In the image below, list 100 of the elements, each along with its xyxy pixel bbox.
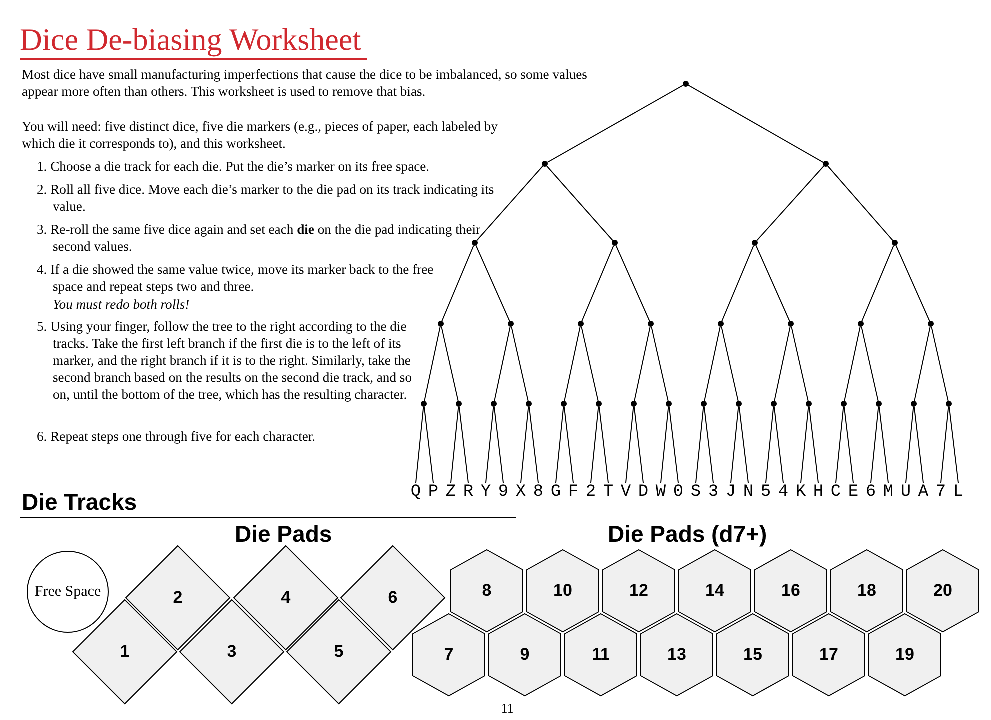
tree-leaf-character: P xyxy=(426,484,442,502)
die-pad-hexagon: 12 xyxy=(602,549,676,633)
tree-branch xyxy=(528,406,539,484)
requirements-paragraph: You will need: five distinct dice, five die markers (e.g., pieces of paper, each labeled by which die it corresponds to), and this worksheet. xyxy=(22,118,499,152)
tree-branch xyxy=(581,326,599,402)
tree-leaf-character: 5 xyxy=(758,484,774,502)
tree-branch xyxy=(730,406,740,484)
tree-branch xyxy=(704,406,714,484)
tree-leaf-character: E xyxy=(846,484,862,502)
tree-branch xyxy=(844,406,854,484)
tree-branch xyxy=(511,326,529,402)
tree-branch xyxy=(808,406,819,484)
tree-leaf-character: F xyxy=(566,484,582,502)
tree-leaf-character: C xyxy=(828,484,844,502)
tree-leaf-character: Z xyxy=(443,484,459,502)
instruction-step: 5. Using your finger, follow the tree to the right according to the die tracks. Take the first left branch if the first die is to the left of its marker, and the right branch if it is to the right. Similarly, take the second branch based on the results on the second die track, and so on, until the bottom of the tree, which has the resulting character. xyxy=(37,318,423,403)
branch-point xyxy=(648,321,654,327)
die-pad-hexagon: 9 xyxy=(488,613,562,697)
tree-branch xyxy=(738,406,749,484)
die-pad-hexagon: 11 xyxy=(564,613,638,697)
die-pad-hexagon: 20 xyxy=(906,549,980,633)
tree-leaf-character: 6 xyxy=(863,484,879,502)
tree-branch xyxy=(722,245,754,322)
section-heading: Die Pads (d7+) xyxy=(608,521,768,548)
tree-branch xyxy=(660,406,670,484)
tree-branch xyxy=(791,326,809,402)
tree-branch xyxy=(870,406,880,484)
tree-branch xyxy=(626,406,634,484)
tree-branch xyxy=(616,245,650,322)
tree-leaf-character: G xyxy=(548,484,564,502)
branch-point xyxy=(841,401,847,407)
branch-point xyxy=(892,240,898,246)
tree-branch xyxy=(766,406,774,484)
branch-point xyxy=(526,401,532,407)
instruction-step: 6. Repeat steps one through five for each character. xyxy=(37,428,453,445)
tree-branch xyxy=(668,406,679,484)
instruction-step: 2. Roll all five dice. Move each die’s marker to the die pad on its track indicating its value. xyxy=(37,181,523,215)
die-pad-hexagon: 10 xyxy=(526,549,600,633)
tree-branch xyxy=(546,166,614,242)
tree-leaf-character: N xyxy=(740,484,756,502)
branch-point xyxy=(858,321,864,327)
tree-branch xyxy=(458,406,469,484)
tree-branch xyxy=(721,326,739,402)
tree-branch xyxy=(486,406,494,484)
die-pad-hexagon: 15 xyxy=(716,613,790,697)
branch-point xyxy=(472,240,478,246)
tree-branch xyxy=(774,326,791,402)
tree-branch xyxy=(914,406,924,484)
tree-leaf-character: J xyxy=(723,484,739,502)
tree-branch xyxy=(547,84,684,164)
tree-leaf-character: A xyxy=(916,484,932,502)
branch-point xyxy=(438,321,444,327)
tree-branch xyxy=(564,406,574,484)
tree-branch xyxy=(906,406,914,484)
tree-branch xyxy=(774,406,784,484)
branch-point xyxy=(911,401,917,407)
tree-leaf-character: D xyxy=(636,484,652,502)
tree-leaf-character: Q xyxy=(408,484,424,502)
tree-branch xyxy=(651,326,669,402)
tree-branch xyxy=(520,406,530,484)
die-pad-hexagon: 13 xyxy=(640,613,714,697)
tree-leaf-character: 7 xyxy=(933,484,949,502)
branch-point xyxy=(596,401,602,407)
tree-leaf-character: X xyxy=(513,484,529,502)
tree-branch xyxy=(424,326,441,402)
tree-branch xyxy=(940,406,950,484)
tree-leaf-character: M xyxy=(880,484,896,502)
branch-point xyxy=(701,401,707,407)
tree-branch xyxy=(862,245,894,322)
tree-branch xyxy=(494,406,504,484)
tree-branch xyxy=(844,326,861,402)
tree-branch xyxy=(598,406,609,484)
tree-leaf-character: S xyxy=(688,484,704,502)
instruction-step: 4. If a die showed the same value twice, move its marker back to the free space and repeat steps two and three. xyxy=(37,261,463,295)
branch-point xyxy=(491,401,497,407)
tree-branch xyxy=(931,326,949,402)
branch-point xyxy=(631,401,637,407)
warning-note: You must redo both rolls! xyxy=(53,296,191,313)
tree-branch xyxy=(476,166,544,242)
tree-branch xyxy=(914,326,931,402)
tree-leaf-character: 0 xyxy=(670,484,686,502)
tree-branch xyxy=(441,326,459,402)
page-number: 11 xyxy=(501,700,514,717)
die-pad-hexagon: 8 xyxy=(450,549,524,633)
die-pad-hexagon: 7 xyxy=(412,613,486,697)
tree-leaf-character: K xyxy=(793,484,809,502)
branch-point xyxy=(718,321,724,327)
tree-branch xyxy=(494,326,511,402)
tree-branch xyxy=(590,406,600,484)
tree-leaf-character: L xyxy=(950,484,966,502)
tree-leaf-character: H xyxy=(810,484,826,502)
tree-branch xyxy=(450,406,460,484)
branch-point xyxy=(736,401,742,407)
branch-point xyxy=(788,321,794,327)
free-space-circle: Free Space xyxy=(27,551,109,633)
tree-leaf-character: 4 xyxy=(776,484,792,502)
branch-point xyxy=(771,401,777,407)
branch-point xyxy=(561,401,567,407)
tree-branch xyxy=(836,406,844,484)
intro-paragraph: Most dice have small manufacturing imperfections that cause the dice to be imbalanced, so some values appear more often than others. This worksheet is used to remove that bias. xyxy=(22,66,588,100)
